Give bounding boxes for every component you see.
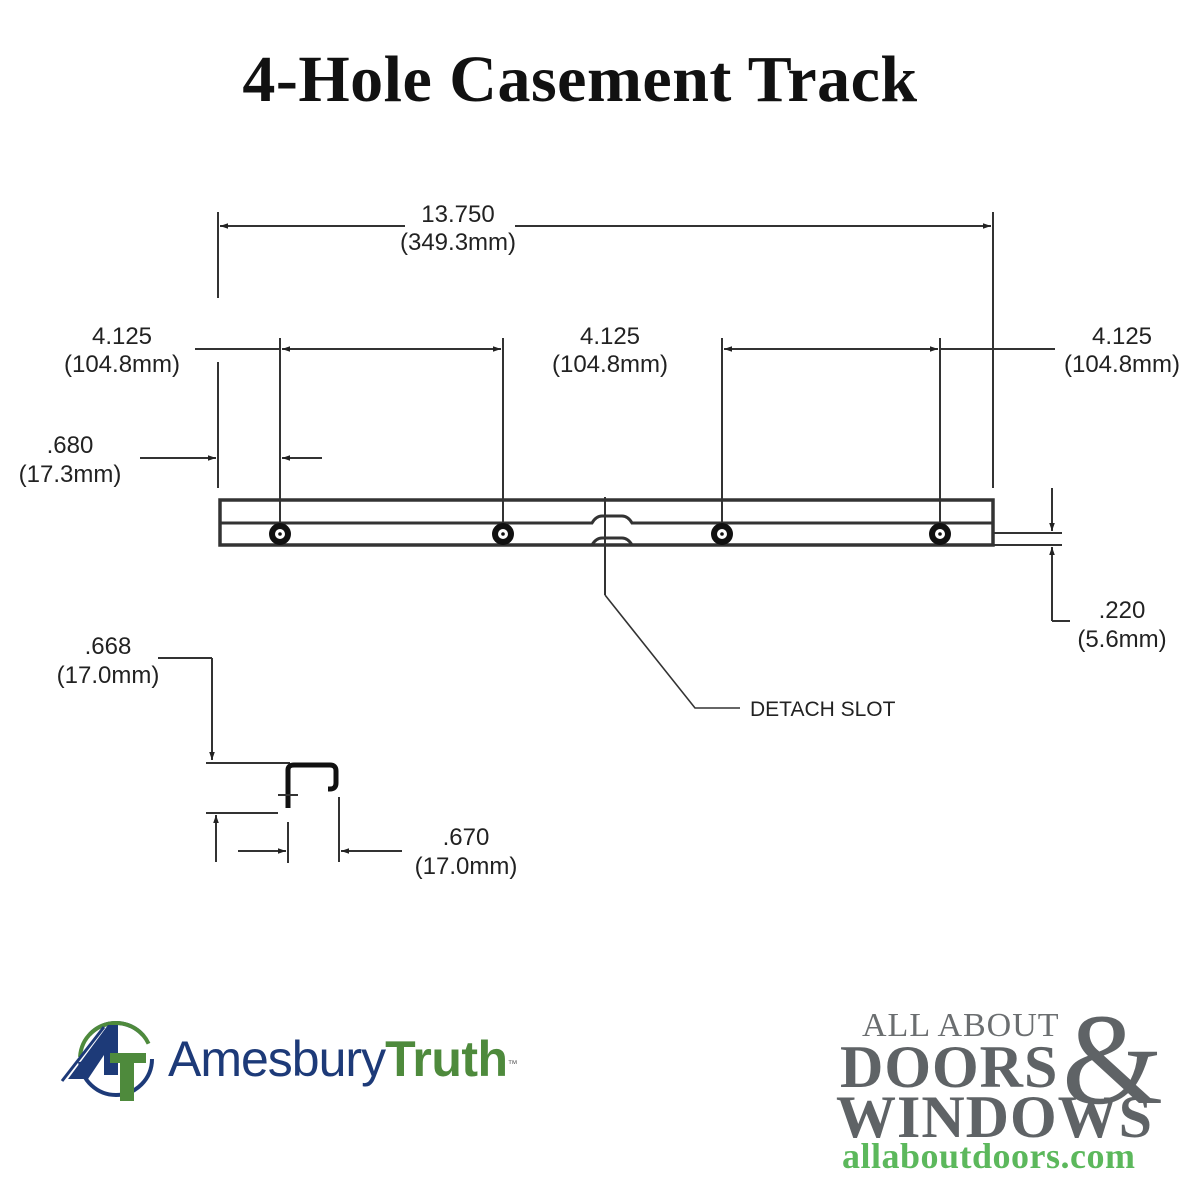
screw-hole-icon [269,523,291,545]
ampersand: & [1062,988,1164,1132]
all-about-doors-logo: & ALL ABOUT DOORS WINDOWS allaboutdoors.… [830,988,1190,1185]
end-offset-inch: .680 [47,432,94,459]
slot-width-mm: (5.6mm) [1077,626,1166,653]
page-title: 4-Hole Casement Track [242,43,918,116]
screw-hole-icon [492,523,514,545]
profile-width-inch: .670 [443,824,490,851]
amesbury-truth-logo: AmesburyTruth™ [60,1015,580,1110]
overall-length-mm: (349.3mm) [400,229,516,256]
hole-spacing-right-inch: 4.125 [1092,323,1152,350]
hole-spacing-center-inch: 4.125 [580,323,640,350]
profile-height-mm: (17.0mm) [57,662,160,689]
hole-spacing-left-mm: (104.8mm) [64,351,180,378]
amesbury-text: Amesbury [168,1031,386,1087]
overall-length-inch: 13.750 [421,201,494,228]
all-about-text: ALL ABOUT [862,1007,1060,1044]
screw-hole-icon [711,523,733,545]
hole-spacing-center-mm: (104.8mm) [552,351,668,378]
end-offset-mm: (17.3mm) [19,461,122,488]
hole-spacing-right-mm: (104.8mm) [1064,351,1180,378]
screw-hole-icon [929,523,951,545]
slot-width-inch: .220 [1099,597,1146,624]
truth-text: Truth [385,1031,508,1087]
at-emblem-icon [60,1021,154,1101]
profile-width-mm: (17.0mm) [415,853,518,880]
doors-text: DOORS [840,1034,1059,1100]
detach-slot-label: DETACH SLOT [750,698,896,721]
hole-spacing-left-inch: 4.125 [92,323,152,350]
screw-holes [269,523,951,545]
trademark-symbol: ™ [507,1059,518,1070]
windows-text: WINDOWS [836,1084,1154,1150]
profile-height-inch: .668 [85,633,132,660]
website-url[interactable]: allaboutdoors.com [842,1136,1136,1176]
